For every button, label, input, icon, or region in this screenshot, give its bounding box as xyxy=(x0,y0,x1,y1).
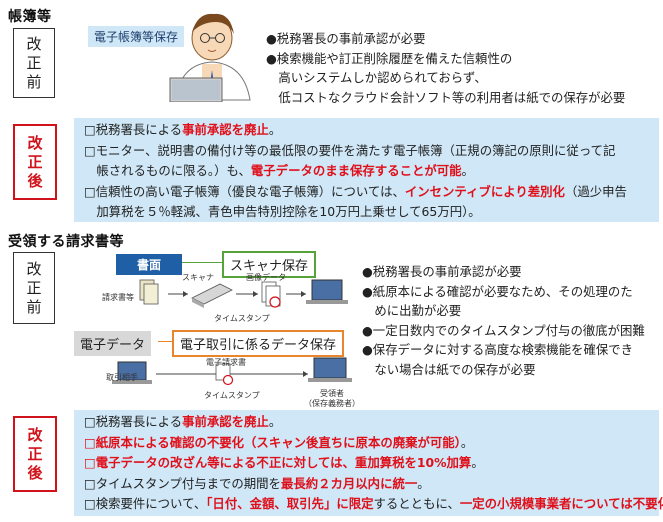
paper-flow-diagram xyxy=(139,279,348,308)
after-label-invoices: 改 正 後 xyxy=(13,416,57,492)
invoice-label: 請求書等 xyxy=(102,293,134,302)
scanner-storage-tag: スキャナ保存 xyxy=(222,251,317,278)
e-transaction-tag: 電子取引に係るデータ保存 xyxy=(172,330,345,357)
edata-tag: 電子データ xyxy=(74,331,152,356)
tag-connector xyxy=(182,262,222,263)
e-invoice-label: 電子請求書 xyxy=(206,358,246,367)
highlight-text: 一定の小規模事業者については不要化 xyxy=(459,496,663,511)
line-text: 。 xyxy=(417,475,430,491)
line-text: （過少申告 xyxy=(564,183,627,199)
section-title-invoices: 受領する請求書等 xyxy=(8,234,124,250)
after-line: □検索要件について、「日付、金額、取引先」に限定するとともに、一定の小規模事業者… xyxy=(84,494,663,515)
label-char: 後 xyxy=(27,171,43,190)
after-line: 加算税を５％軽減、青色申告特別控除を10万円上乗せして65万円）。 xyxy=(84,202,627,223)
label-char: 正 xyxy=(26,278,42,297)
line-text: □モニター、説明書の備付け等の最低限の要件を満たす電子帳簿（正規の簿記の原則に従… xyxy=(84,142,616,158)
after-lines-invoices: □税務署長による事前承認を廃止。□紙原本による確認の不要化（スキャン後直ちに原本… xyxy=(84,412,663,515)
line-text: 加算税を５％軽減、青色申告特別控除を10万円上乗せして65万円）。 xyxy=(84,204,481,219)
after-panel-invoices: □税務署長による事前承認を廃止。□紙原本による確認の不要化（スキャン後直ちに原本… xyxy=(74,410,663,516)
line-text: □タイムスタンプ付与までの期間を xyxy=(84,475,281,491)
section-title-ledger: 帳簿等 xyxy=(8,9,52,25)
line-text: □検索要件について、 xyxy=(84,496,207,511)
label-char: 前 xyxy=(26,72,42,91)
label-char: 正 xyxy=(26,53,42,72)
after-lines-ledger: □税務署長による事前承認を廃止。□モニター、説明書の備付け等の最低限の要件を満た… xyxy=(84,120,627,223)
highlight-text: 最長約２カ月以内に統一 xyxy=(280,475,418,491)
partner-label: 取引相手 xyxy=(106,373,138,382)
before-bullets-invoices: ●税務署長の事前承認が必要 ●紙原本による確認が必要なため、その処理のた めに出… xyxy=(362,262,645,379)
highlight-text: 「日付、金額、取引先」に限定 xyxy=(206,496,374,511)
timestamp-label-2: タイムスタンプ xyxy=(204,391,260,400)
timestamp-label: タイムスタンプ xyxy=(214,314,270,323)
label-char: 改 xyxy=(27,425,43,444)
after-line: □税務署長による事前承認を廃止。 xyxy=(84,120,627,141)
label-char: 改 xyxy=(26,34,42,53)
highlight-text: 紙原本による確認の不要化（スキャン後直ちに原本の廃棄が可能） xyxy=(95,434,461,450)
line-text: 。 xyxy=(268,122,282,137)
highlight-text: 事前承認を廃止 xyxy=(182,122,269,137)
after-line: □税務署長による事前承認を廃止。 xyxy=(84,412,663,433)
after-line: □電子データの改ざん等による不正に対しては、重加算税を10%加算。 xyxy=(84,453,663,474)
after-line: □タイムスタンプ付与までの期間を最長約２カ月以内に統一。 xyxy=(84,474,663,495)
image-data-label: 画像データ xyxy=(246,273,286,282)
after-label-ledger: 改 正 後 xyxy=(13,124,57,200)
tag-connector xyxy=(158,341,172,342)
before-bullets-ledger: ●税務署長の事前承認が必要 ●検索機能や訂正削除履歴を備えた信頼性の 高いシステ… xyxy=(266,29,625,107)
label-char: 正 xyxy=(27,152,43,171)
bullet-text: めに出勤が必要 xyxy=(362,303,462,318)
after-line: □モニター、説明書の備付け等の最低限の要件を満たす電子帳簿（正規の簿記の原則に従… xyxy=(84,141,627,162)
before-label-ledger: 改 正 前 xyxy=(13,28,55,98)
highlight-text: □ xyxy=(84,434,96,450)
highlight-text: □ xyxy=(84,455,96,470)
before-label-invoices: 改 正 前 xyxy=(13,252,55,324)
line-text: 。 xyxy=(460,434,474,450)
e-ledger-tag: 電子帳簿等保存 xyxy=(88,26,185,47)
line-text: 帳されるものに限る。）も、 xyxy=(84,163,251,178)
paper-tag: 書面 xyxy=(116,254,182,275)
after-line: □信頼性の高い電子帳簿（優良な電子帳簿）については、インセンティブにより差別化（… xyxy=(84,182,627,203)
label-char: 正 xyxy=(27,444,43,463)
line-text: 。 xyxy=(268,414,282,429)
line-text: 。 xyxy=(471,455,484,470)
bullet-text: ●保存データに対する高度な検索機能を確保でき xyxy=(362,342,634,357)
line-text: □信頼性の高い電子帳簿（優良な電子帳簿）については、 xyxy=(84,183,405,199)
line-text: □税務署長による xyxy=(84,414,183,429)
bullet-text: ない場合は紙での保存が必要 xyxy=(362,361,536,377)
bullet-text: 高いシステムしか認められておらず、 xyxy=(266,70,487,85)
e-transaction-diagram xyxy=(112,357,352,386)
label-char: 前 xyxy=(26,297,42,316)
after-line: 帳されるものに限る。）も、電子データのまま保存することが可能。 xyxy=(84,161,627,182)
line-text: 。 xyxy=(461,163,474,178)
receiver-label: 受領者 xyxy=(320,389,344,398)
label-char: 後 xyxy=(27,463,43,482)
scanner-label: スキャナ xyxy=(182,273,214,282)
after-line: □紙原本による確認の不要化（スキャン後直ちに原本の廃棄が可能）。 xyxy=(84,433,663,454)
highlight-text: 事前承認を廃止 xyxy=(182,414,269,429)
bullet-text: 低コストなクラウド会計ソフト等の利用者は紙での保存が必要 xyxy=(266,89,626,105)
bullet-text: ●税務署長の事前承認が必要 xyxy=(266,31,426,46)
receiver-note: （保存義務者） xyxy=(304,399,360,408)
label-char: 改 xyxy=(26,259,42,278)
label-char: 改 xyxy=(27,133,43,152)
bullet-text: ●一定日数内でのタイムスタンプ付与の徹底が困難 xyxy=(362,322,645,338)
highlight-text: 電子データの改ざん等による不正に対しては、重加算税を10%加算 xyxy=(95,455,472,470)
person-laptop-illustration xyxy=(169,13,251,102)
highlight-text: インセンティブにより差別化 xyxy=(404,183,565,199)
bullet-text: ●検索機能や訂正削除履歴を備えた信頼性の xyxy=(266,50,513,66)
bullet-text: ●紙原本による確認が必要なため、その処理のた xyxy=(362,283,633,299)
bullet-text: ●税務署長の事前承認が必要 xyxy=(362,264,522,279)
line-text: □税務署長による xyxy=(84,122,183,137)
after-panel-ledger: □税務署長による事前承認を廃止。□モニター、説明書の備付け等の最低限の要件を満た… xyxy=(74,118,659,222)
highlight-text: 電子データのまま保存することが可能 xyxy=(250,163,462,178)
line-text: するとともに、 xyxy=(373,496,460,511)
